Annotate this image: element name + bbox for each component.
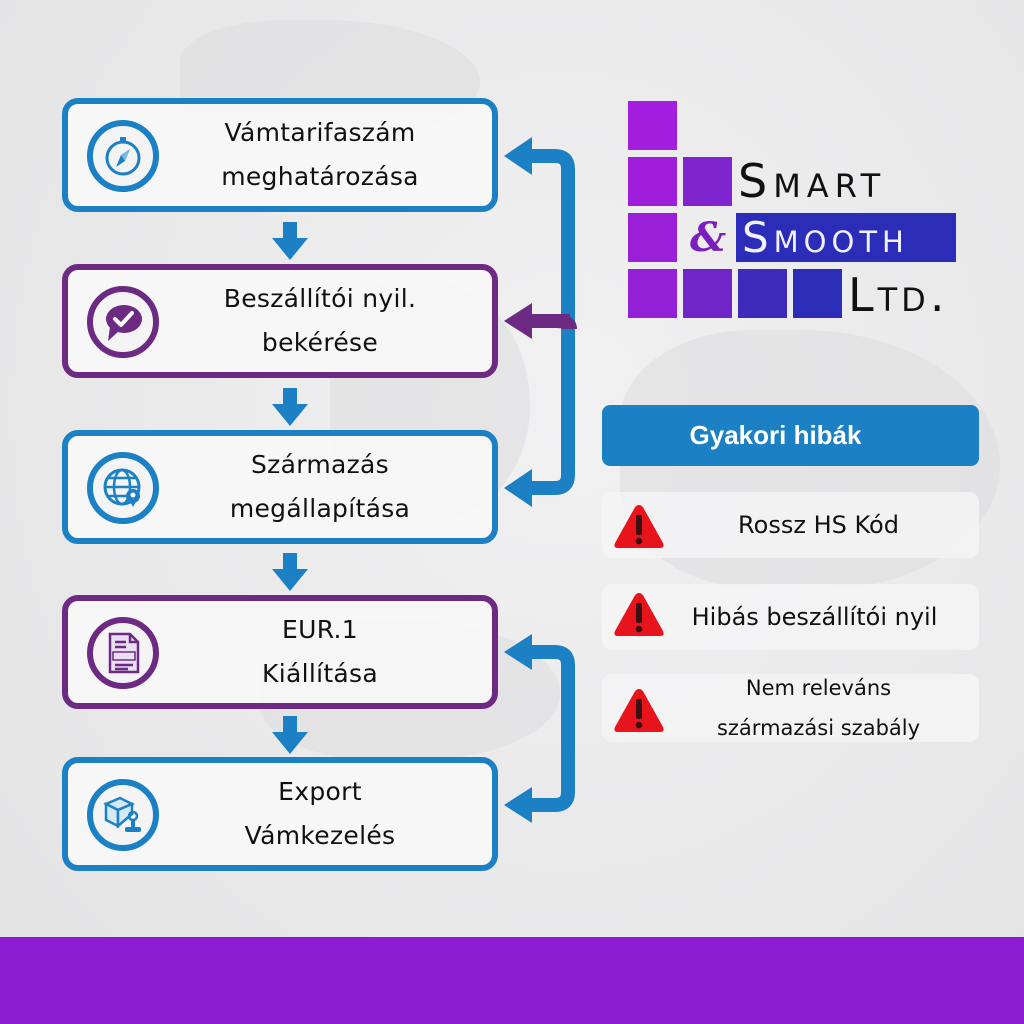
error-item: Hibás beszállítói nyil (602, 584, 979, 650)
error-text-line1: Nem releváns (745, 676, 892, 700)
step-label-line2: Vámkezelés (244, 821, 396, 850)
arrow-down-icon (272, 716, 308, 754)
step-eur1-issuance: EUR.1 Kiállítása (62, 595, 498, 709)
step-label-line2: Kiállítása (262, 659, 378, 688)
error-item: Rossz HS Kód (602, 492, 979, 558)
common-errors-heading: Gyakori hibák (602, 405, 979, 466)
footer-bar (0, 937, 1024, 1024)
logo-ampersand: & (690, 214, 727, 261)
logo-word-smart: Smart (738, 154, 887, 208)
step-label-line1: EUR.1 (282, 615, 358, 644)
warning-icon (614, 593, 664, 636)
error-text: Hibás beszállítói nyil (691, 603, 938, 631)
warning-icon (614, 505, 664, 548)
step-export-clearance: Export Vámkezelés (62, 757, 498, 871)
company-logo: Smart & Smooth Ltd. (628, 101, 958, 325)
step-label-line1: Vámtarifaszám (224, 118, 416, 147)
step-supplier-declaration: Beszállítói nyil. bekérése (62, 264, 498, 378)
error-item: Nem releváns származási szabály (602, 674, 979, 742)
step-label-line1: Származás (251, 450, 389, 479)
step-label-line2: bekérése (261, 328, 379, 357)
logo-word-ltd: Ltd. (848, 268, 949, 322)
feedback-loop-arrow-icon (504, 137, 577, 507)
package-stamp-icon (87, 779, 159, 851)
certificate-document-icon (87, 617, 159, 689)
step-label-line2: megállapítása (229, 494, 411, 523)
step-label-line1: Export (278, 777, 362, 806)
compass-icon (87, 120, 159, 192)
chat-check-icon (87, 286, 159, 358)
step-label-line2: meghatározása (221, 162, 419, 191)
feedback-loop-arrow-icon (504, 634, 575, 823)
warning-icon (614, 689, 664, 732)
arrow-down-icon (272, 553, 308, 591)
arrow-down-icon (272, 388, 308, 426)
error-text-line2: származási szabály (716, 716, 921, 740)
globe-pin-icon (87, 452, 159, 524)
step-tariff-classification: Vámtarifaszám meghatározása (62, 98, 498, 212)
arrow-down-icon (272, 222, 308, 260)
logo-word-smooth: Smooth (742, 213, 909, 262)
step-label-line1: Beszállítói nyil. (223, 284, 417, 313)
step-origin-determination: Származás megállapítása (62, 430, 498, 544)
error-text: Rossz HS Kód (738, 511, 899, 539)
